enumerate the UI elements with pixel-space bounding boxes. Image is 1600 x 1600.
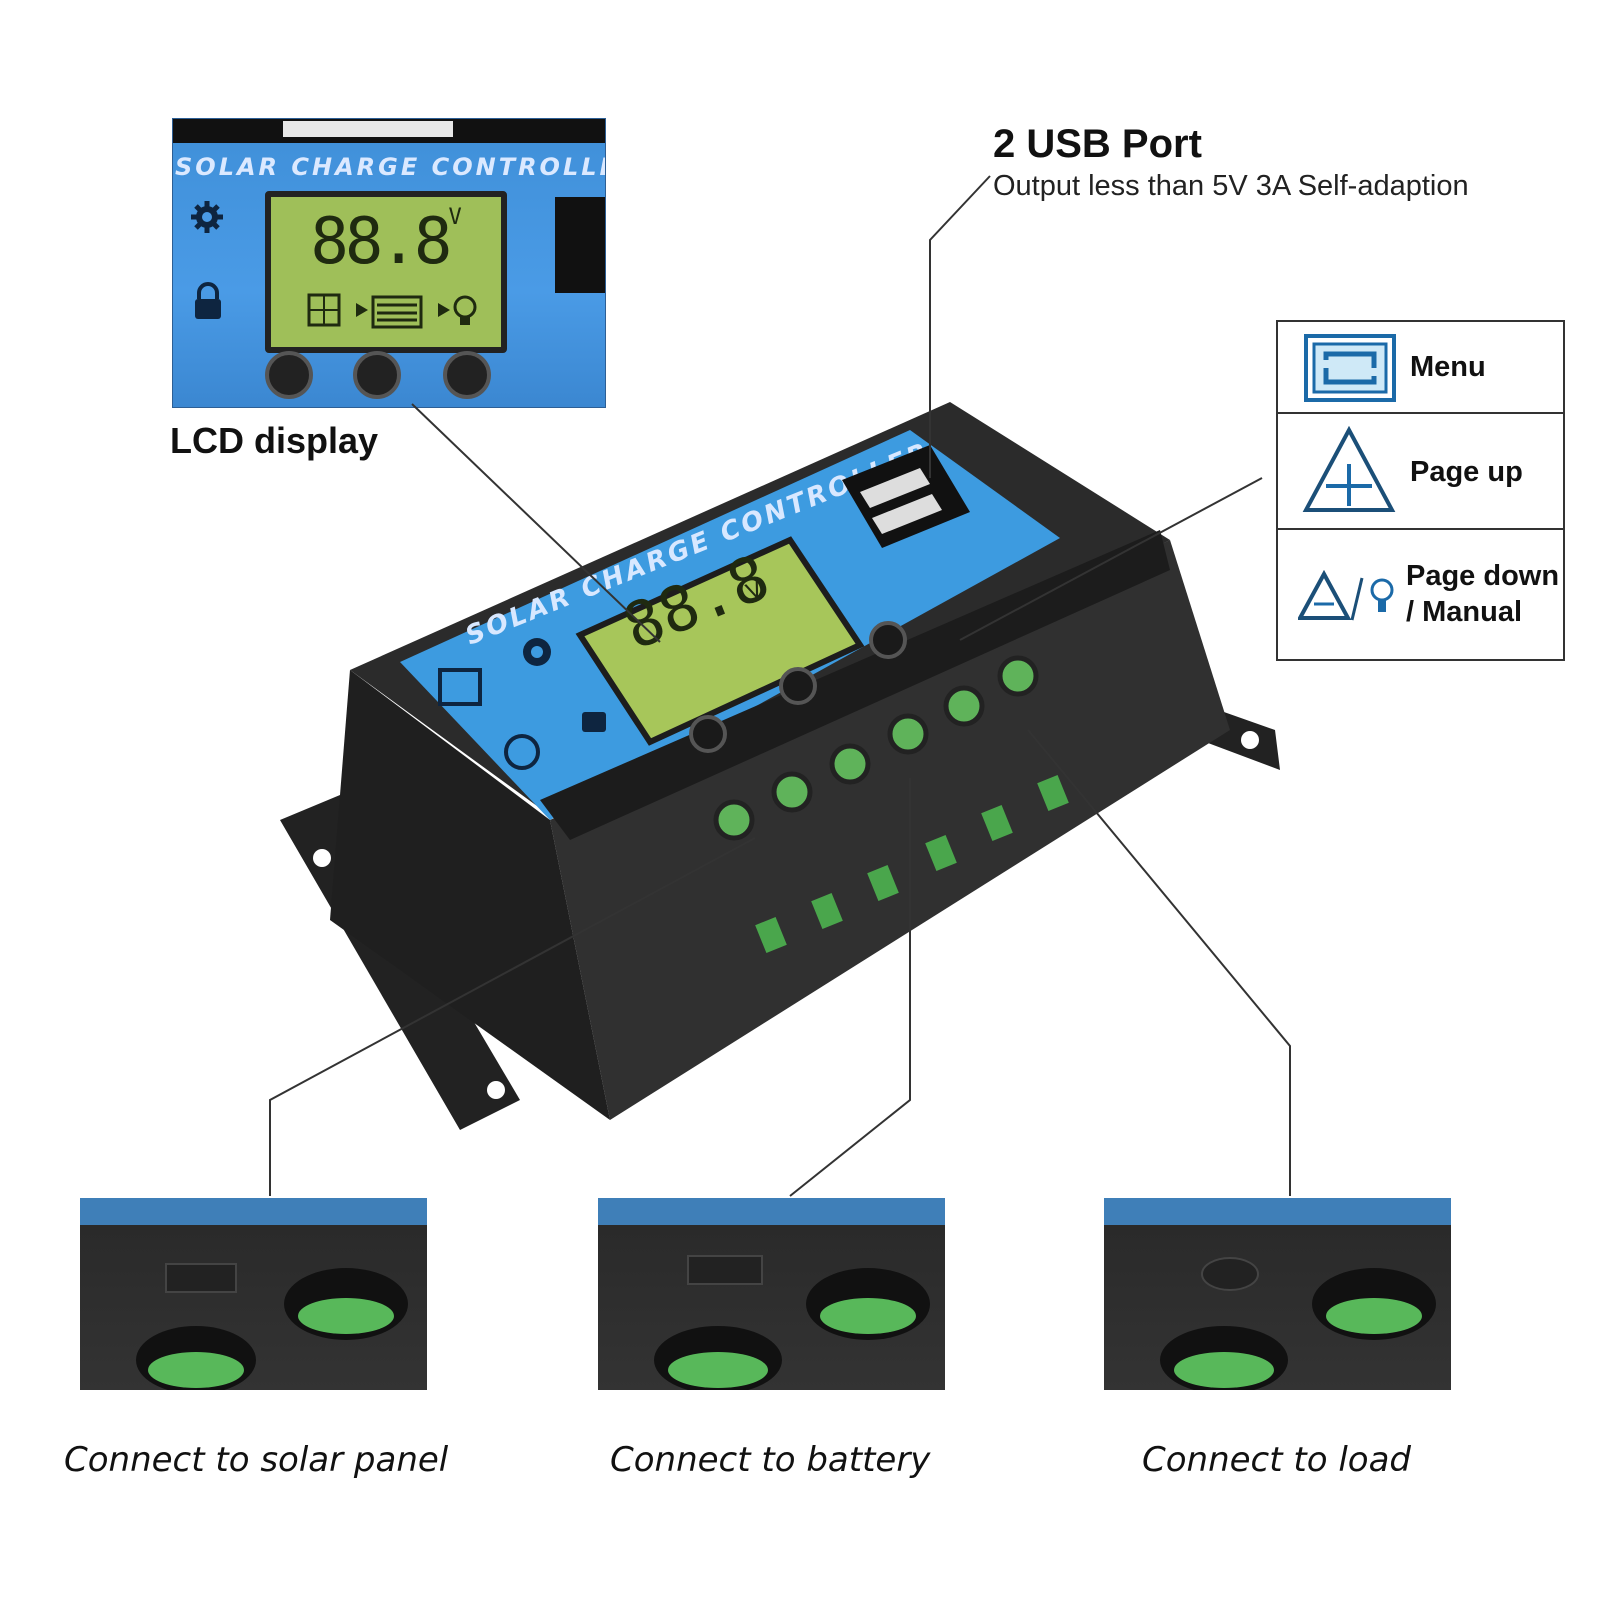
- device-left-face: [330, 670, 610, 1120]
- solar-terminal-closeup: [80, 1198, 427, 1390]
- clock-icon: [504, 734, 540, 770]
- legend-row-menu: Menu: [1278, 322, 1563, 414]
- wire-slot: [1037, 774, 1069, 812]
- usb-port-slot: [860, 468, 930, 508]
- inset-button-up: [353, 351, 401, 399]
- load-leader-line: [1027, 729, 1291, 1196]
- wire-slot: [981, 804, 1013, 842]
- terminal-screw: [887, 713, 929, 755]
- terminal-screw: [713, 799, 755, 841]
- lcd-display-label: LCD display: [170, 420, 379, 461]
- battery-terminal-closeup: [598, 1198, 945, 1390]
- lcd-closeup-image: SOLAR CHARGE CONTROLLER 88.8V: [172, 118, 606, 408]
- inset-button-menu: [265, 351, 313, 399]
- button-legend: Menu Page up Page down / Manual: [1276, 320, 1565, 661]
- wire-slot: [755, 916, 787, 954]
- device-button-up[interactable]: [779, 667, 817, 705]
- solar-leader-line: [269, 837, 756, 1196]
- legend-leader-line: [959, 477, 1263, 641]
- terminal-screw: [943, 685, 985, 727]
- caption-load: Connect to load: [1142, 1440, 1411, 1480]
- page-down-manual-icon: [1298, 570, 1394, 621]
- inset-sticker: [283, 121, 453, 137]
- legend-label-page-up: Page up: [1410, 456, 1523, 488]
- usb-port-slot: [872, 494, 942, 534]
- wire-slot: [811, 892, 843, 930]
- terminal-screw: [997, 655, 1039, 697]
- legend-label-page-down: Page down: [1406, 560, 1560, 592]
- page-up-icon: [1302, 426, 1396, 512]
- inset-reading: 88.8: [310, 205, 452, 279]
- usb-port-subtitle: Output less than 5V 3A Self-adaption: [993, 170, 1469, 202]
- inset-button-down: [443, 351, 491, 399]
- usb-port-title: 2 USB Port: [993, 122, 1202, 166]
- wire-slot: [867, 864, 899, 902]
- inset-lcd-screen: 88.8V: [265, 191, 507, 353]
- usb-ports: [842, 445, 970, 548]
- device-lcd-screen: [575, 536, 865, 746]
- panel-display-icon: [438, 668, 482, 706]
- lock-icon: [195, 282, 221, 319]
- lcd-leader-line: [411, 403, 661, 643]
- device-button-menu[interactable]: [689, 715, 727, 753]
- usb-leader-line: [929, 175, 991, 478]
- mount-hole: [313, 849, 331, 867]
- legend-row-page-up: Page up: [1278, 414, 1563, 530]
- terminal-screw: [771, 771, 813, 813]
- mount-hole: [1241, 731, 1259, 749]
- device-button-down[interactable]: [869, 621, 907, 659]
- inset-top-edge: [173, 119, 605, 143]
- lock-icon: [582, 712, 606, 732]
- legend-label-manual: / Manual: [1406, 596, 1523, 628]
- device-front-face: [550, 540, 1230, 1120]
- solar-battery-load-flow-icon: [307, 293, 477, 329]
- terminal-shelf: [540, 530, 1170, 840]
- battery-leader-line: [789, 778, 911, 1197]
- charge-controller-device: 88.8 V SOLAR CHARGE CONTROLLER: [280, 402, 1280, 1130]
- mount-hole: [487, 1081, 505, 1099]
- caption-solar-panel: Connect to solar panel: [64, 1440, 449, 1480]
- terminal-screw: [829, 743, 871, 785]
- wire-slot: [925, 834, 957, 872]
- inset-brand-text: SOLAR CHARGE CONTROLLER: [175, 153, 606, 181]
- menu-icon: [1304, 334, 1396, 402]
- legend-row-page-down: Page down / Manual: [1278, 530, 1563, 661]
- caption-battery: Connect to battery: [610, 1440, 931, 1480]
- load-terminal-closeup: [1104, 1198, 1451, 1390]
- inset-unit: V: [448, 205, 462, 230]
- gear-icon: [191, 201, 223, 233]
- legend-label-menu: Menu: [1410, 351, 1486, 383]
- inset-usb-ports: [555, 197, 605, 293]
